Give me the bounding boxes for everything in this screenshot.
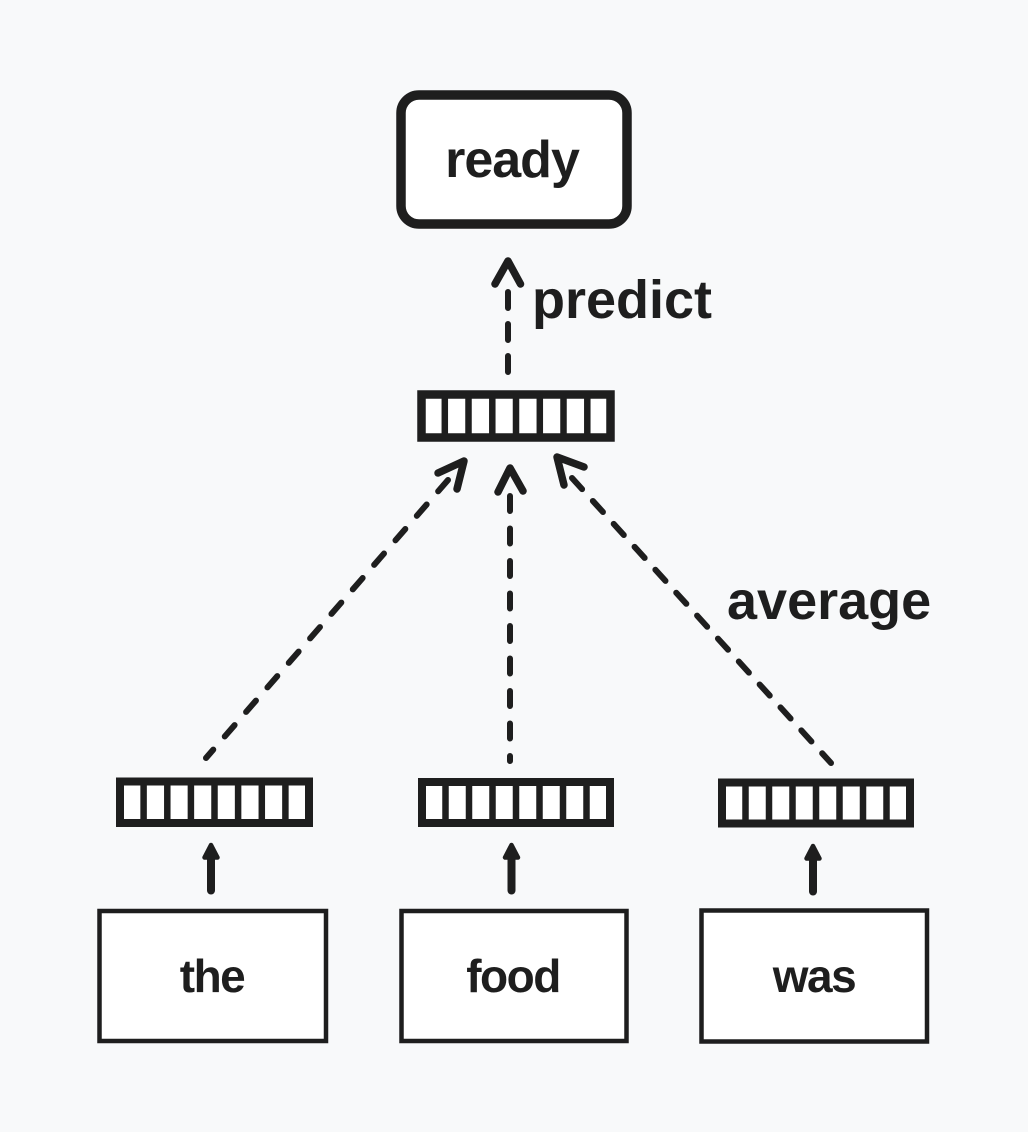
svg-text:food: food bbox=[466, 950, 560, 1002]
svg-text:predict: predict bbox=[532, 270, 712, 330]
svg-text:the: the bbox=[180, 950, 245, 1002]
svg-text:average: average bbox=[727, 571, 931, 631]
svg-text:was: was bbox=[772, 950, 855, 1002]
svg-text:ready: ready bbox=[445, 131, 580, 189]
